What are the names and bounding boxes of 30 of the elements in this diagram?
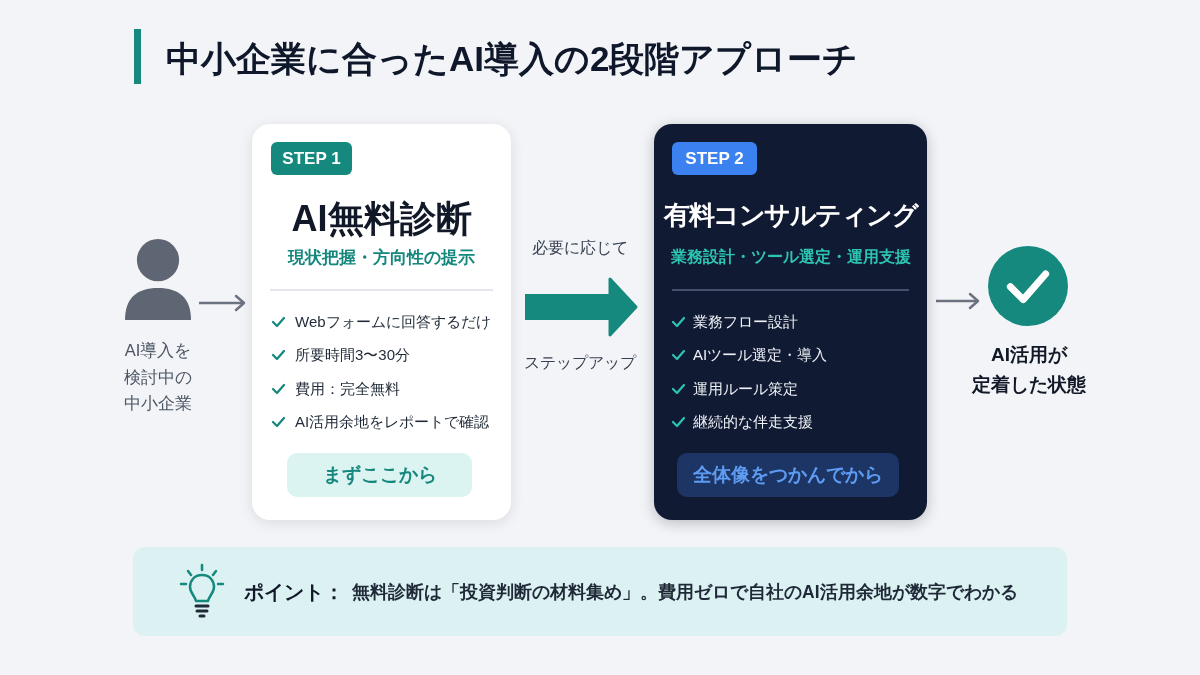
step-card <box>252 124 511 520</box>
highlight-tag: 全体像をつかんでから <box>677 453 899 497</box>
caption-text: AI導入を検討中の中小企業 <box>123 340 193 414</box>
card-heading: 有料コンサルティング <box>664 198 917 232</box>
step-badge: STEP 1 <box>271 142 352 175</box>
bullet-text: Webフォームに回答するだけ <box>295 312 491 332</box>
caption-text: AI活用が定着した状態 <box>971 343 1087 397</box>
bullet-text: AI活用余地をレポートで確認 <box>295 411 490 432</box>
block-arrow <box>525 277 638 337</box>
arrow <box>199 294 246 312</box>
bullet-text: 所要時間3〜30分 <box>295 345 411 366</box>
check-circle-icon <box>988 246 1068 326</box>
bullet-text: 費用：完全無料 <box>295 378 400 399</box>
arrow-caption: ステップアップ <box>524 353 636 373</box>
bullet-text: 継続的な伴走支援 <box>693 411 813 432</box>
bullet-text: 業務フロー設計 <box>693 312 798 332</box>
step-card <box>654 124 927 520</box>
note-box <box>133 547 1067 636</box>
title-text: 中小企業に合ったAI導入の2段階アプローチ <box>166 38 859 80</box>
note-text: 無料診断は「投資判断の材料集め」。費用ゼロで自社のAI活用余地が数字でわかる <box>352 580 1018 604</box>
card-subtitle: 現状把握・方向性の提示 <box>288 247 475 269</box>
step-badge: STEP 2 <box>672 142 757 175</box>
bullet-text: 運用ルール策定 <box>693 378 798 399</box>
bullet-text: AIツール選定・導入 <box>693 345 828 366</box>
card-subtitle: 業務設計・ツール選定・運用支援 <box>670 247 911 267</box>
person-icon <box>125 238 191 320</box>
arrow <box>936 292 980 310</box>
card-heading: AI無料診断 <box>291 196 472 241</box>
note-heading: ポイント： <box>244 579 344 605</box>
highlight-tag: まずここから <box>287 453 472 497</box>
